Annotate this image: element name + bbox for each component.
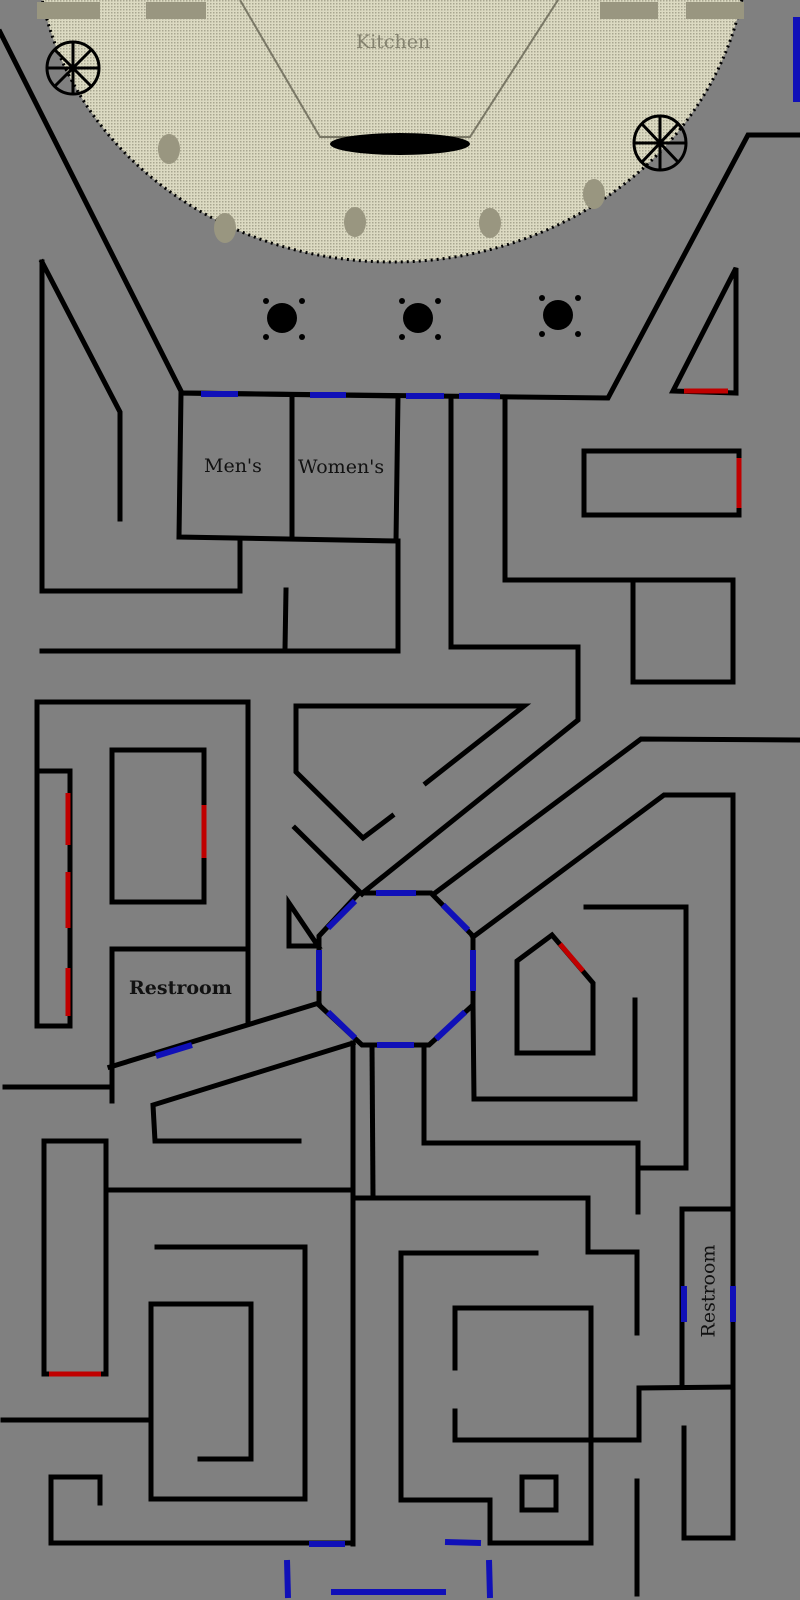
mens-restroom-label: Men's — [204, 455, 262, 477]
restroom-right-label: Restroom — [697, 1244, 720, 1338]
kitchen-area — [37, 0, 744, 264]
serving-hole — [330, 133, 470, 155]
counter — [686, 2, 744, 19]
counter — [600, 2, 658, 19]
kitchen-label: Kitchen — [356, 31, 431, 53]
restroom-left-label: Restroom — [129, 977, 232, 999]
table-icon — [158, 134, 605, 243]
door-blue[interactable] — [793, 17, 800, 102]
counter — [146, 2, 206, 19]
doors-blue — [155, 391, 736, 1599]
doors-red — [49, 388, 742, 1377]
counter — [37, 2, 100, 19]
pillars — [263, 295, 581, 340]
wheel-icon — [45, 40, 688, 172]
walls — [0, 28, 800, 1597]
womens-restroom-label: Women's — [298, 456, 385, 478]
